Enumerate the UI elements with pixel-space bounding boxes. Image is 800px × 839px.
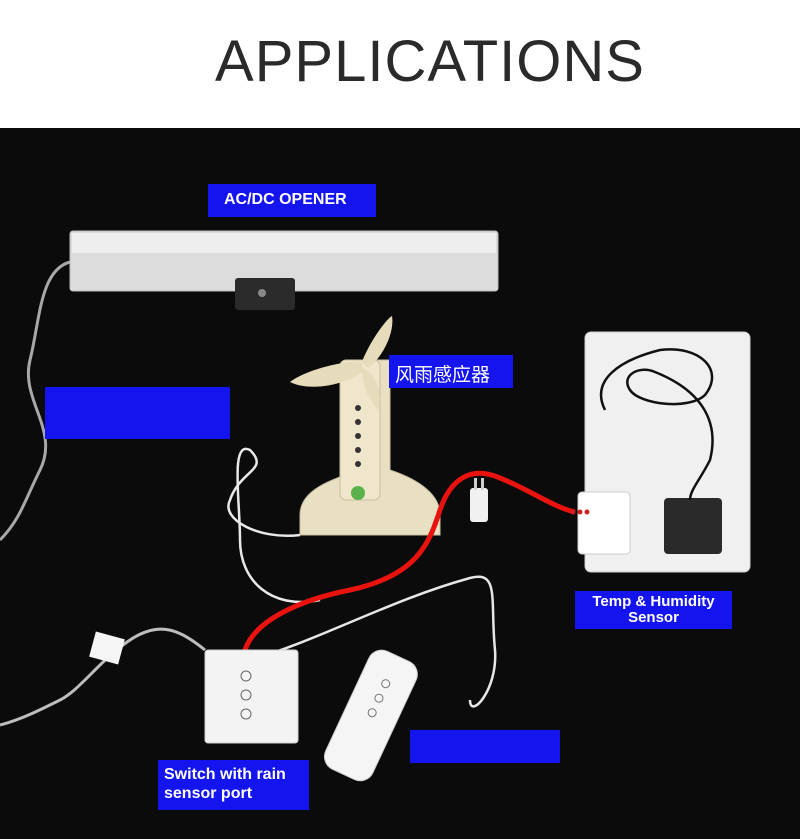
label-wind-rain-sensor: 风雨感应器 (389, 355, 513, 388)
switch-cable (249, 575, 497, 708)
header: APPLICATIONS (0, 0, 800, 128)
label-switch: Switch with rain sensor port (158, 760, 309, 810)
cable-tag (89, 631, 125, 665)
temp-humidity-sensor-device (570, 331, 751, 573)
opener-device (69, 230, 499, 310)
page-title: APPLICATIONS (215, 29, 645, 94)
label-temp-humidity: Temp & Humidity Sensor (575, 591, 732, 629)
wind-rain-sensor-device (290, 316, 441, 536)
sensor-cable (227, 447, 321, 604)
label-opener: AC/DC OPENER (208, 184, 376, 217)
wall-switch-device (204, 649, 299, 744)
blank-label-left (45, 387, 230, 439)
power-plug (470, 478, 488, 522)
opener-cable (0, 260, 71, 542)
blank-label-bottom (410, 730, 560, 763)
switch-cable-left (0, 627, 206, 727)
power-cable (242, 470, 576, 651)
remote-control-device (323, 649, 418, 782)
